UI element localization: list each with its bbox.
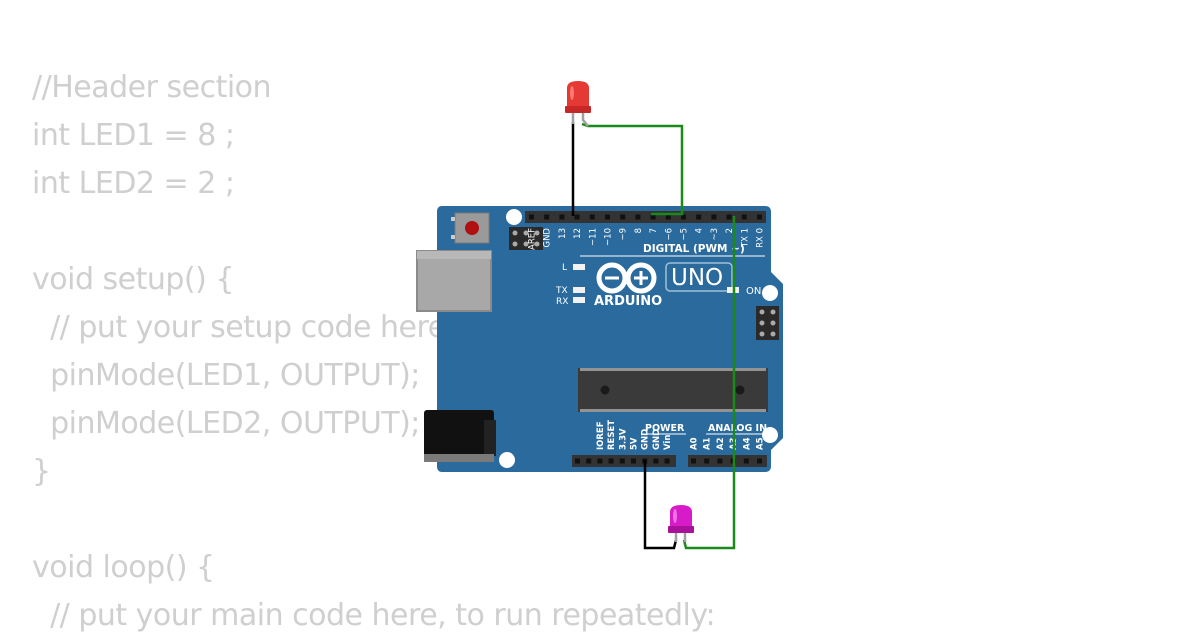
analog-pin-label: A4 bbox=[742, 437, 752, 450]
analog-pin-socket[interactable] bbox=[743, 458, 749, 464]
led-l-label: L bbox=[562, 263, 567, 273]
digital-pin-label: 13 bbox=[558, 228, 568, 239]
analog-header bbox=[688, 455, 767, 467]
digital-pin-label: AREF bbox=[528, 228, 538, 250]
power-pin-label: GND bbox=[641, 429, 651, 450]
analog-pin-label: A5 bbox=[756, 437, 766, 450]
led-red[interactable] bbox=[565, 81, 591, 127]
power-pin-label: IOREF bbox=[596, 421, 606, 450]
rx-label: RX bbox=[556, 297, 568, 307]
digital-pin-label: 4 bbox=[695, 228, 705, 233]
power-pin-socket[interactable] bbox=[619, 458, 625, 464]
digital-pin-label: 12 bbox=[573, 228, 583, 239]
wire-led2-ground bbox=[643, 460, 678, 550]
analog-pin-label: A1 bbox=[703, 437, 713, 450]
digital-pin-socket[interactable] bbox=[665, 214, 671, 220]
code-line: void setup() { bbox=[32, 262, 234, 297]
power-pin-socket[interactable] bbox=[631, 458, 636, 464]
power-label: POWER bbox=[645, 423, 685, 434]
digital-pin-label: 2 bbox=[725, 228, 735, 233]
digital-header bbox=[525, 211, 766, 223]
digital-pin-socket[interactable] bbox=[620, 214, 626, 220]
digital-pin-label: ~6 bbox=[664, 228, 674, 241]
wire-led2-signal bbox=[682, 216, 736, 550]
analog-pin-socket[interactable] bbox=[717, 458, 723, 464]
digital-pin-label: ~10 bbox=[604, 228, 614, 246]
digital-pin-socket[interactable] bbox=[711, 214, 717, 220]
power-pin-label: 3.3V bbox=[618, 428, 628, 450]
power-pin-label: GND bbox=[652, 429, 662, 450]
digital-pin-label: ~3 bbox=[710, 228, 720, 241]
mounting-hole bbox=[506, 209, 522, 225]
digital-label: DIGITAL (PWM ~) bbox=[643, 243, 745, 255]
uno-badge bbox=[665, 262, 733, 292]
power-pin-label: RESET bbox=[607, 420, 617, 450]
power-pin-socket[interactable] bbox=[586, 458, 592, 464]
code-line: // put your main code here, to run repea… bbox=[32, 598, 716, 633]
analog-pin-socket[interactable] bbox=[704, 458, 710, 464]
digital-pin-socket[interactable] bbox=[544, 214, 550, 220]
power-pin-label: Vin bbox=[663, 435, 673, 450]
power-pin-label: 5V bbox=[630, 437, 640, 450]
led-purple[interactable] bbox=[668, 505, 694, 542]
reset-button[interactable] bbox=[451, 212, 490, 244]
digital-pin-label: ~5 bbox=[680, 228, 690, 241]
digital-pin-socket[interactable] bbox=[681, 214, 686, 220]
code-line: } bbox=[32, 454, 51, 489]
digital-pin-socket[interactable] bbox=[757, 214, 762, 220]
wire-led1-signal bbox=[581, 122, 684, 216]
digital-pin-socket[interactable] bbox=[529, 214, 534, 220]
power-jack bbox=[424, 410, 496, 462]
power-pin-socket[interactable] bbox=[597, 458, 603, 464]
power-pin-socket[interactable] bbox=[664, 458, 670, 464]
digital-pin-socket[interactable] bbox=[741, 214, 747, 220]
mounting-hole bbox=[499, 452, 515, 468]
digital-pin-socket[interactable] bbox=[589, 214, 595, 220]
arduino-brand-text: ARDUINO bbox=[594, 294, 662, 309]
on-label: ON bbox=[746, 286, 761, 297]
analog-label: ANALOG IN bbox=[708, 423, 767, 434]
mounting-hole bbox=[762, 427, 778, 443]
digital-pin-label: ~9 bbox=[619, 228, 629, 241]
analog-pin-socket[interactable] bbox=[757, 458, 762, 464]
digital-pin-socket[interactable] bbox=[726, 214, 732, 220]
code-line: //Header section bbox=[32, 70, 272, 105]
led-rx bbox=[573, 297, 585, 303]
arduino-logo-icon bbox=[596, 262, 657, 294]
led-l bbox=[573, 264, 585, 270]
icsp-header-top bbox=[509, 227, 543, 250]
digital-pin-label: TX 1 bbox=[740, 228, 750, 248]
analog-pin-socket[interactable] bbox=[691, 458, 696, 464]
digital-pin-socket[interactable] bbox=[574, 214, 580, 220]
digital-pin-label: RX 0 bbox=[756, 228, 766, 248]
code-line: int LED1 = 8 ; bbox=[32, 118, 235, 153]
digital-pin-label: ~11 bbox=[588, 228, 598, 246]
code-line: pinMode(LED2, OUTPUT); bbox=[32, 406, 420, 441]
power-pin-socket[interactable] bbox=[575, 458, 580, 464]
microcontroller-chip bbox=[578, 368, 768, 412]
mounting-hole bbox=[762, 285, 778, 301]
digital-pin-label: GND bbox=[543, 228, 553, 248]
digital-pin-label: 8 bbox=[634, 228, 644, 233]
digital-pin-socket[interactable] bbox=[635, 214, 641, 220]
power-pin-socket[interactable] bbox=[608, 458, 614, 464]
uno-model-text: UNO bbox=[671, 265, 723, 291]
usb-port bbox=[416, 250, 492, 312]
power-pin-socket[interactable] bbox=[653, 458, 659, 464]
led-tx bbox=[573, 287, 585, 293]
digital-pin-socket[interactable] bbox=[605, 214, 610, 220]
code-line: pinMode(LED1, OUTPUT); bbox=[32, 358, 420, 393]
digital-pin-socket[interactable] bbox=[650, 214, 656, 220]
tx-label: TX bbox=[555, 286, 568, 296]
digital-pin-socket[interactable] bbox=[696, 214, 702, 220]
digital-pin-label: 7 bbox=[649, 228, 659, 233]
analog-pin-label: A0 bbox=[690, 437, 700, 450]
code-line: int LED2 = 2 ; bbox=[32, 166, 235, 201]
digital-pin-socket[interactable] bbox=[559, 214, 565, 220]
analog-pin-label: A2 bbox=[716, 437, 726, 450]
icsp-header-right bbox=[756, 306, 779, 340]
code-line: void loop() { bbox=[32, 550, 215, 585]
